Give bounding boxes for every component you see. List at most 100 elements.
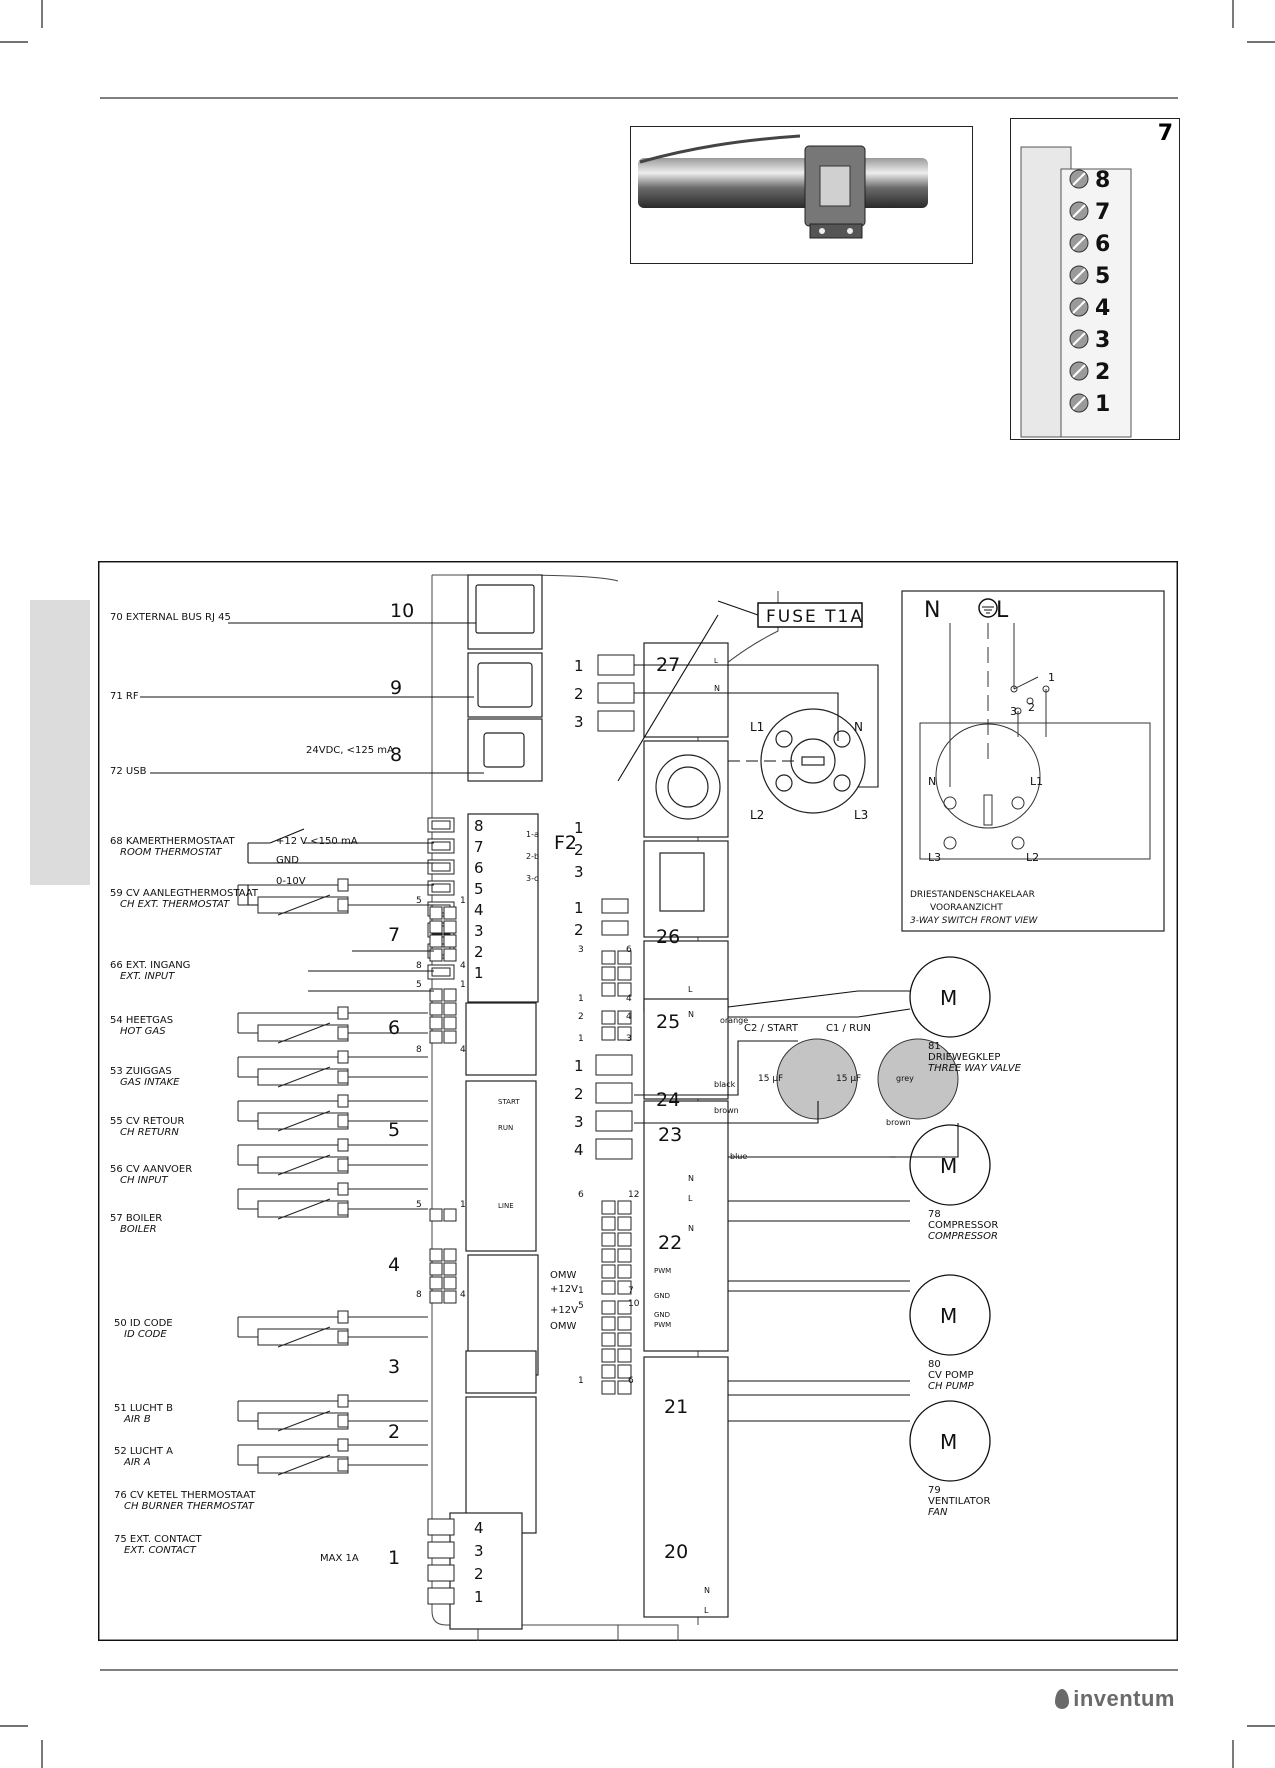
housing-1 <box>449 1512 523 1630</box>
motor-80-en: CH PUMP <box>928 1381 975 1392</box>
pin-21 <box>601 1264 616 1279</box>
pin-26-1: 1 <box>574 819 584 837</box>
housing-6 <box>465 1002 537 1076</box>
pin-socket <box>597 710 635 732</box>
compressor-plug <box>760 708 866 814</box>
wire-L-4: L <box>704 1606 709 1615</box>
label-53-en: GAS INTAKE <box>120 1077 180 1088</box>
pin-1-1: 1 <box>474 1588 484 1606</box>
connector-21: 21 <box>664 1396 688 1418</box>
switch-pos-2: 2 <box>1028 701 1035 714</box>
label-54-en: HOT GAS <box>120 1026 166 1037</box>
label-55-en: CH RETURN <box>120 1127 179 1138</box>
pin-24 <box>617 982 632 997</box>
pin-7-4: 4 <box>474 901 484 919</box>
pin-26-3: 3 <box>574 863 584 881</box>
led-1-a: 1-a <box>526 830 539 839</box>
pin-6 <box>429 920 443 934</box>
motor-80-id: 80 <box>928 1359 941 1370</box>
connector-6: 6 <box>388 1017 400 1039</box>
capacitors <box>776 1038 959 1120</box>
motor-80 <box>909 1274 991 1356</box>
switch-n: N <box>928 775 936 788</box>
pin-24 <box>601 950 616 965</box>
connector-10: 10 <box>390 600 414 622</box>
pin-6 <box>443 906 457 920</box>
connector-5: 5 <box>388 1119 400 1141</box>
signal-0-10v: 0-10V <box>276 876 306 887</box>
connector-F2: F2 <box>554 832 577 854</box>
label-50: 50 ID CODE <box>114 1318 173 1329</box>
resistor-slash <box>277 1326 331 1348</box>
wire-brown: brown <box>714 1106 739 1115</box>
pin-2 <box>429 1276 443 1290</box>
label-50-en: ID CODE <box>124 1329 167 1340</box>
motor-81-id: 81 <box>928 1041 941 1052</box>
pin-num: 5 <box>416 980 422 990</box>
pin-20 <box>601 1316 616 1331</box>
pin-num: 4 <box>460 961 466 971</box>
sensor-plug <box>337 1182 349 1196</box>
sensor-plug <box>337 898 349 912</box>
resistor-slash <box>277 1110 331 1132</box>
connector-4: 4 <box>388 1254 400 1276</box>
pin-20 <box>617 1380 632 1395</box>
pin-2 <box>443 1290 457 1304</box>
pin-2 <box>443 1248 457 1262</box>
label-71: 71 RF <box>110 691 139 702</box>
screw-slot-icon <box>1072 364 1086 378</box>
pin-24 <box>601 966 616 981</box>
label-52: 52 LUCHT A <box>114 1446 173 1457</box>
switch-caption-3: 3-WAY SWITCH FRONT VIEW <box>910 916 1039 926</box>
pin-20 <box>617 1348 632 1363</box>
pin-6 <box>443 920 457 934</box>
brand-logo: inventum <box>1055 1686 1175 1712</box>
switch-l3: L3 <box>928 851 941 864</box>
label-gnd-1: GND <box>654 1292 670 1300</box>
sensor-plug <box>337 1414 349 1428</box>
motor-79-symbol: M <box>940 1430 957 1454</box>
pin-socket <box>427 1564 455 1582</box>
pin-5 <box>443 1016 457 1030</box>
label-57: 57 BOILER <box>110 1213 162 1224</box>
sensor-plug <box>337 878 349 892</box>
pin-27-3: 3 <box>574 713 584 731</box>
label-68-en: ROOM THERMOSTAT <box>120 847 223 858</box>
wire <box>728 1008 911 1018</box>
switch-pos-1: 1 <box>1048 671 1055 684</box>
pin-num: 2 <box>578 1012 584 1022</box>
label-run: RUN <box>498 1124 513 1132</box>
label-55: 55 CV RETOUR <box>110 1116 184 1127</box>
motor-78-symbol: M <box>940 1154 957 1178</box>
pin-socket <box>427 1541 455 1559</box>
pin-7-8: 8 <box>474 817 484 835</box>
switch-header-l: L <box>996 598 1009 623</box>
pin-num: 8 <box>416 1045 422 1055</box>
connector-25: 25 <box>656 1011 680 1033</box>
label-plus12-1: +12V <box>550 1284 578 1295</box>
label-76: 76 CV KETEL THERMOSTAAT <box>114 1490 256 1501</box>
connector-8: 8 <box>390 744 402 766</box>
pin-21 <box>601 1216 616 1231</box>
pin-21 <box>601 1248 616 1263</box>
terminal-number: 5 <box>1095 264 1110 289</box>
label-75: 75 EXT. CONTACT <box>114 1534 202 1545</box>
label-pwm-1: PWM <box>654 1267 671 1275</box>
sensor-plug <box>337 1050 349 1064</box>
sensor-plug <box>337 1070 349 1084</box>
pin-num: 8 <box>416 1290 422 1300</box>
drop-icon <box>1055 1689 1070 1709</box>
motor-81-en: THREE WAY VALVE <box>928 1063 1022 1074</box>
housing-20-21 <box>643 1356 729 1618</box>
label-51: 51 LUCHT B <box>114 1403 173 1414</box>
connector-7: 7 <box>388 924 400 946</box>
pin-21 <box>617 1264 632 1279</box>
pin-6 <box>443 948 457 962</box>
screw-slot-icon <box>1072 204 1086 218</box>
connector-24: 24 <box>656 1089 680 1111</box>
motor-78-nl: COMPRESSOR <box>928 1220 998 1231</box>
wire-grey: grey <box>896 1074 914 1083</box>
pin-20 <box>617 1300 632 1315</box>
